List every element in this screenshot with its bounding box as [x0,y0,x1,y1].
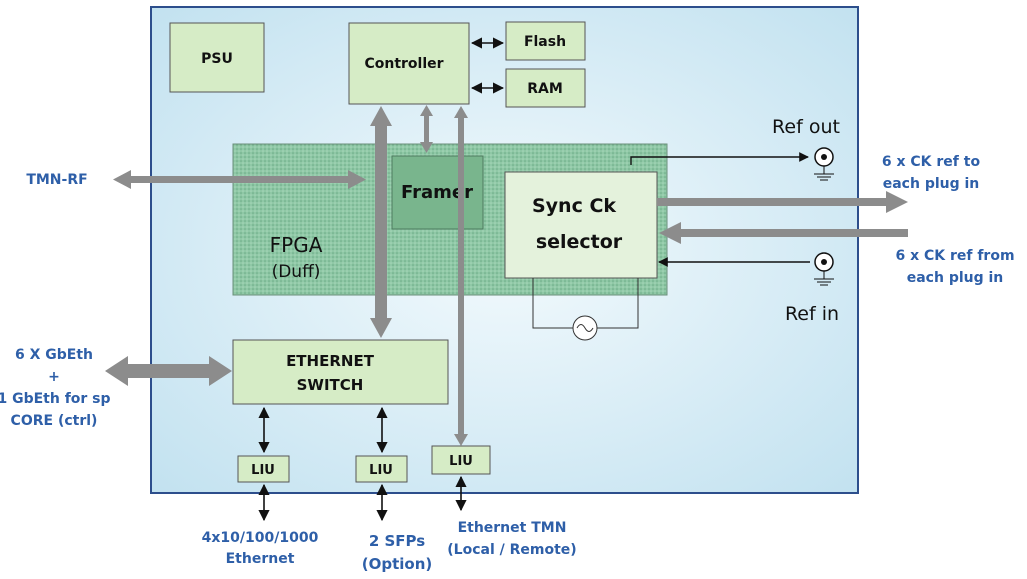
ref-out-label: Ref out [772,116,840,138]
sync-ck-label: Sync Ck [532,195,616,217]
gbeth-arrow [105,356,232,386]
svg-text:each plug in: each plug in [907,270,1004,286]
switch-label: ETHERNET [286,352,375,370]
sfp-label: 2 SFPs (Option) [362,532,433,573]
liu-label-3: LIU [449,454,473,469]
ck-ref-out-label: 6 x CK ref to each plug in [882,154,981,192]
ram-label: RAM [527,81,563,97]
ethernet-switch-block [232,339,449,405]
svg-text:Ethernet TMN: Ethernet TMN [458,520,567,536]
framer-block [391,155,484,230]
svg-text:4x10/100/1000: 4x10/100/1000 [202,530,319,546]
controller-label: Controller [364,56,443,72]
liu-label-2: LIU [369,463,393,478]
svg-text:each plug in: each plug in [883,176,980,192]
fpga-sublabel: (Duff) [272,262,321,282]
ck-ref-in-arrow [659,222,908,244]
svg-text:1 GbEth for sp: 1 GbEth for sp [0,391,111,407]
sync-ck-sublabel: selector [536,231,623,253]
flash-block [505,21,586,61]
tmn-rf-label: TMN-RF [26,172,87,188]
tmn-rf-arrow [113,170,366,189]
controller-liu-tmn-link [454,106,468,446]
ref-in-connector-icon [814,252,834,286]
liu-label-1: LIU [251,463,275,478]
ram-block [505,68,586,108]
psu-label: PSU [201,51,233,67]
sync-ck-selector-block [504,171,658,279]
ck-ref-in-label: 6 x CK ref from each plug in [895,248,1014,286]
ethernet-tmn-label: Ethernet TMN (Local / Remote) [447,520,576,558]
psu-block [169,22,265,93]
controller-framer-link [420,105,433,153]
ref-in-label: Ref in [785,303,839,325]
ref-out-connector-icon [814,147,834,181]
liu-block-2 [355,455,408,483]
svg-text:+: + [48,369,60,385]
framer-label: Framer [401,182,473,203]
ethernet-ports-label: 4x10/100/1000 Ethernet [202,530,319,567]
svg-text:(Local / Remote): (Local / Remote) [447,542,576,558]
svg-text:Ethernet: Ethernet [226,551,295,567]
svg-text:6 X GbEth: 6 X GbEth [15,347,93,363]
svg-text:6 x CK ref from: 6 x CK ref from [895,248,1014,264]
svg-text:CORE (ctrl): CORE (ctrl) [11,413,98,429]
svg-text:(Option): (Option) [362,555,433,573]
ck-ref-out-arrow [657,191,908,213]
svg-text:6 x CK ref to: 6 x CK ref to [882,154,981,170]
liu-block-1 [237,455,290,483]
fpga-label: FPGA [270,233,323,257]
switch-sublabel: SWITCH [297,376,364,394]
svg-text:2 SFPs: 2 SFPs [369,532,425,550]
flash-label: Flash [524,34,566,50]
gbeth-label: 6 X GbEth + 1 GbEth for sp CORE (ctrl) [0,347,111,429]
controller-switch-bus [370,106,392,338]
ref-out-line [630,152,809,165]
controller-block [348,22,470,105]
